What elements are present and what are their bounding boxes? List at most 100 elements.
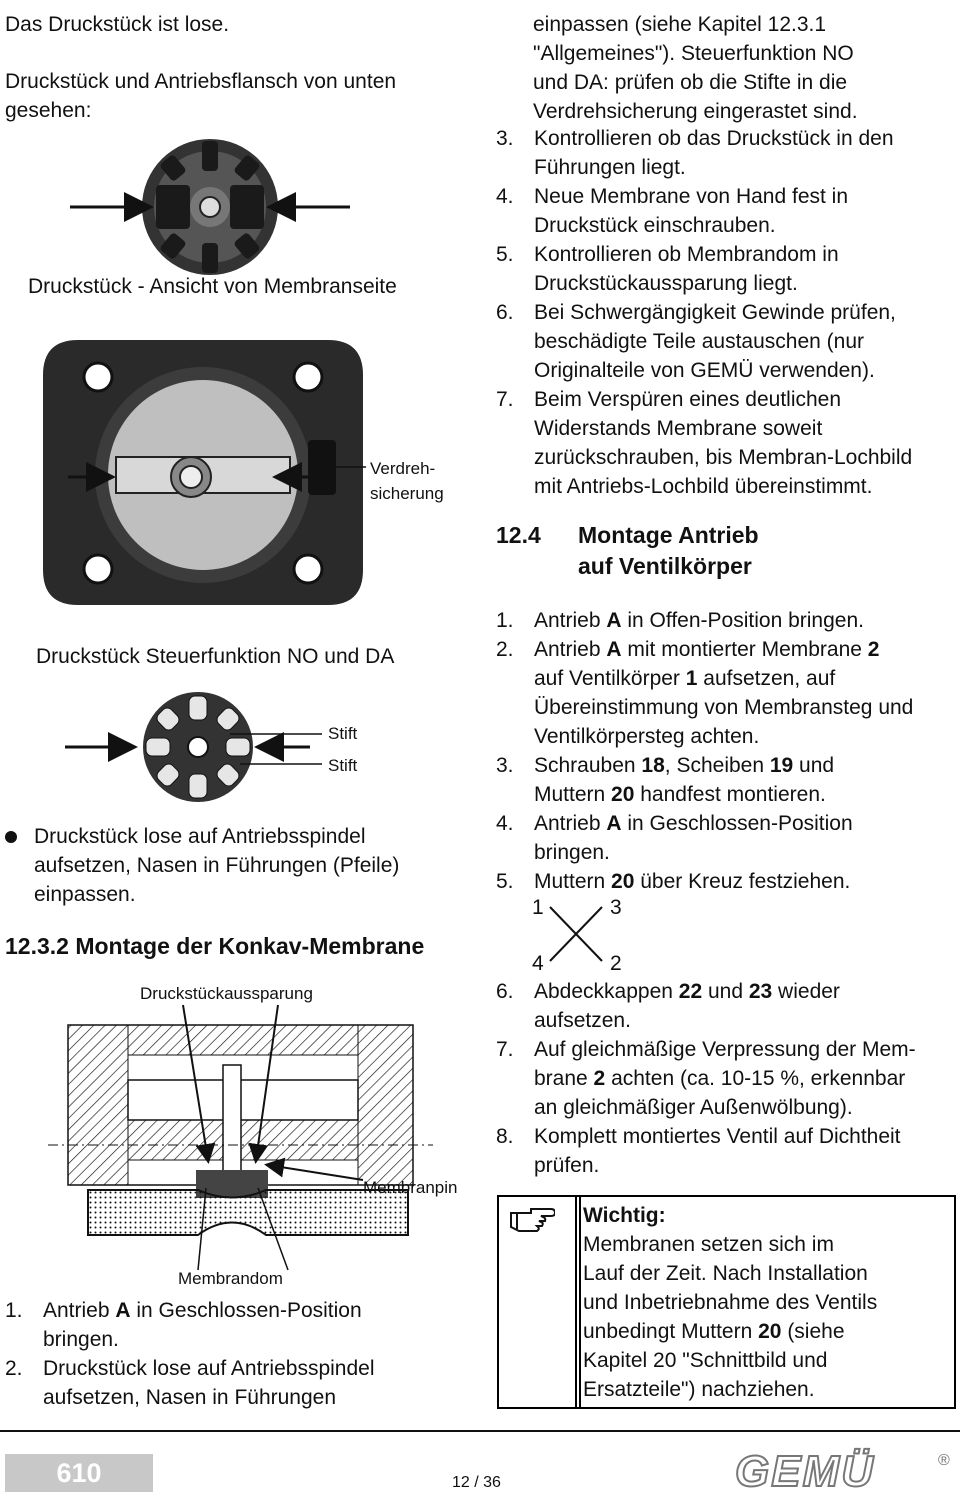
list-item-number: 6. bbox=[496, 980, 514, 1003]
text-line: einpassen. bbox=[34, 883, 136, 906]
important-text: Membranen setzen sich im Lauf der Zeit. N… bbox=[583, 1230, 877, 1404]
important-title: Wichtig: bbox=[583, 1204, 666, 1227]
list-item-text: Abdeckkappen 22 und 23 wieder aufsetzen. bbox=[534, 977, 840, 1035]
label-aussparung: Druckstückaussparung bbox=[140, 984, 313, 1003]
text-line: aufsetzen. bbox=[534, 1009, 631, 1032]
text-line: Antrieb A in Offen-Position bringen. bbox=[534, 609, 864, 632]
list-item-number: 6. bbox=[496, 301, 514, 324]
text-line: prüfen. bbox=[534, 1154, 600, 1177]
text-line: Kapitel 20 "Schnittbild und bbox=[583, 1349, 828, 1372]
list-item-number: 2. bbox=[5, 1357, 23, 1380]
text-line: und Inbetriebnahme des Ventils bbox=[583, 1291, 878, 1314]
text-line: an gleichmäßiger Außenwölbung). bbox=[534, 1096, 853, 1119]
actuator-flange-figure bbox=[43, 340, 366, 605]
text-line: mit Antriebs-Lochbild übereinstimmt. bbox=[534, 475, 873, 498]
text-line: "Allgemeines"). Steuerfunktion NO bbox=[533, 42, 854, 65]
cross-label-tr: 3 bbox=[610, 896, 622, 919]
text-line: brane 2 achten (ca. 10-15 %, erkennbar bbox=[534, 1067, 906, 1090]
label-membranpin: Membranpin bbox=[363, 1178, 458, 1197]
list-item-text: Antrieb A in Offen-Position bringen. bbox=[534, 606, 864, 635]
list-item-number: 7. bbox=[496, 388, 514, 411]
cross-label-bl: 4 bbox=[532, 952, 544, 975]
pressure-piece-no-da-figure bbox=[65, 692, 322, 802]
label-membrandom: Membrandom bbox=[178, 1269, 283, 1288]
caption-membrane-side: Druckstück - Ansicht von Membranseite bbox=[28, 275, 397, 298]
list-item-number: 2. bbox=[496, 638, 514, 661]
text-line: Kontrollieren ob Membrandom in bbox=[534, 243, 839, 266]
concave-membrane-section-figure bbox=[48, 1004, 433, 1271]
text-line: Verdrehsicherung eingerastet sind. bbox=[533, 100, 858, 123]
text-line: Übereinstimmung von Membransteg und bbox=[534, 696, 914, 719]
label-stift-1: Stift bbox=[328, 724, 358, 743]
list-item-text: Muttern 20 über Kreuz festziehen. bbox=[534, 867, 850, 896]
text-line: Druckstück einschrauben. bbox=[534, 214, 776, 237]
text-line: unbedingt Muttern 20 (siehe bbox=[583, 1320, 845, 1343]
text-line: Ventilkörpersteg achten. bbox=[534, 725, 760, 748]
important-icon-cell bbox=[497, 1195, 581, 1409]
text-line: Antrieb A in Geschlossen-Position bbox=[534, 812, 853, 835]
text-line: Muttern 20 handfest montieren. bbox=[534, 783, 826, 806]
text-line: Antrieb A mit montierter Membrane 2 bbox=[534, 638, 880, 661]
text-line: und DA: prüfen ob die Stifte in die bbox=[533, 71, 848, 94]
text-line: Führungen liegt. bbox=[534, 156, 686, 179]
label-stift-2: Stift bbox=[328, 756, 358, 775]
text-line: bringen. bbox=[534, 841, 610, 864]
list-item-number: 4. bbox=[496, 185, 514, 208]
list-item-number: 5. bbox=[496, 243, 514, 266]
section-number-124: 12.4 bbox=[496, 522, 541, 548]
document-number: 610 bbox=[5, 1454, 153, 1492]
text-line: Abdeckkappen 22 und 23 wieder bbox=[534, 980, 840, 1003]
important-text-cell: Wichtig: Membranen setzen sich im Lauf de… bbox=[575, 1195, 956, 1409]
text-line: Druckstück lose auf Antriebsspindel bbox=[43, 1357, 375, 1380]
list-item-number: 8. bbox=[496, 1125, 514, 1148]
list-item-text: Neue Membrane von Hand fest in Druckstück… bbox=[534, 182, 848, 240]
cross-label-br: 2 bbox=[610, 952, 622, 975]
text-line: Beim Verspüren eines deutlichen bbox=[534, 388, 842, 411]
text-line: Neue Membrane von Hand fest in bbox=[534, 185, 849, 208]
text-line: Membranen setzen sich im bbox=[583, 1233, 834, 1256]
list-item-text: Komplett montiertes Ventil auf Dichtheit… bbox=[534, 1122, 901, 1180]
label-verdreh-2: sicherung bbox=[370, 484, 444, 503]
pointing-hand-icon bbox=[510, 1208, 555, 1232]
bullet-dot bbox=[5, 831, 17, 843]
list-item-text: Bei Schwergängigkeit Gewinde prüfen, besc… bbox=[534, 298, 896, 385]
text-line: Schrauben 18, Scheiben 19 und bbox=[534, 754, 835, 777]
continuation-text: einpassen (siehe Kapitel 12.3.1"Allgemei… bbox=[533, 10, 858, 126]
text-line: auf Ventilkörper 1 aufsetzen, auf bbox=[534, 667, 836, 690]
section-title-124-line2: auf Ventilkörper bbox=[578, 553, 752, 579]
gemu-logo: GEMÜ bbox=[734, 1447, 875, 1496]
list-item-text: Antrieb A in Geschlossen-Position bringen… bbox=[534, 809, 853, 867]
list-item-number: 3. bbox=[496, 127, 514, 150]
list-item-number: 5. bbox=[496, 870, 514, 893]
section-heading-1232: 12.3.2 Montage der Konkav-Membrane bbox=[5, 933, 425, 959]
cross-tightening-icon bbox=[549, 906, 603, 962]
text-line: Ersatzteile") nachziehen. bbox=[583, 1378, 815, 1401]
footer-rule bbox=[0, 1430, 960, 1432]
text-line: Bei Schwergängigkeit Gewinde prüfen, bbox=[534, 301, 896, 324]
list-item-text: Antrieb A in Geschlossen-Position bringen… bbox=[43, 1296, 362, 1354]
text-line: Komplett montiertes Ventil auf Dichtheit bbox=[534, 1125, 901, 1148]
text-line: Druckstückaussparung liegt. bbox=[534, 272, 798, 295]
text-line: beschädigte Teile austauschen (nur bbox=[534, 330, 865, 353]
list-item-number: 3. bbox=[496, 754, 514, 777]
section-title-124-line1: Montage Antrieb bbox=[578, 522, 759, 548]
intro-line-2b: gesehen: bbox=[5, 99, 92, 122]
list-item-text: Antrieb A mit montierter Membrane 2 auf V… bbox=[534, 635, 913, 751]
text-line: Antrieb A in Geschlossen-Position bbox=[43, 1299, 362, 1322]
label-verdreh-1: Verdreh- bbox=[370, 459, 436, 478]
text-line: Lauf der Zeit. Nach Installation bbox=[583, 1262, 868, 1285]
intro-line-1: Das Druckstück ist lose. bbox=[5, 13, 230, 36]
text-line: Druckstück lose auf Antriebsspindel bbox=[34, 825, 366, 848]
text-line: zurückschrauben, bis Membran-Lochbild bbox=[534, 446, 913, 469]
list-item-text: Kontrollieren ob Membrandom in Druckstück… bbox=[534, 240, 839, 298]
text-line: Auf gleichmäßige Verpressung der Mem- bbox=[534, 1038, 916, 1061]
intro-line-2a: Druckstück und Antriebsflansch von unten bbox=[5, 70, 397, 93]
list-item-number: 1. bbox=[5, 1299, 23, 1322]
text-line: bringen. bbox=[43, 1328, 119, 1351]
registered-mark: ® bbox=[938, 1452, 950, 1469]
list-item-number: 1. bbox=[496, 609, 514, 632]
